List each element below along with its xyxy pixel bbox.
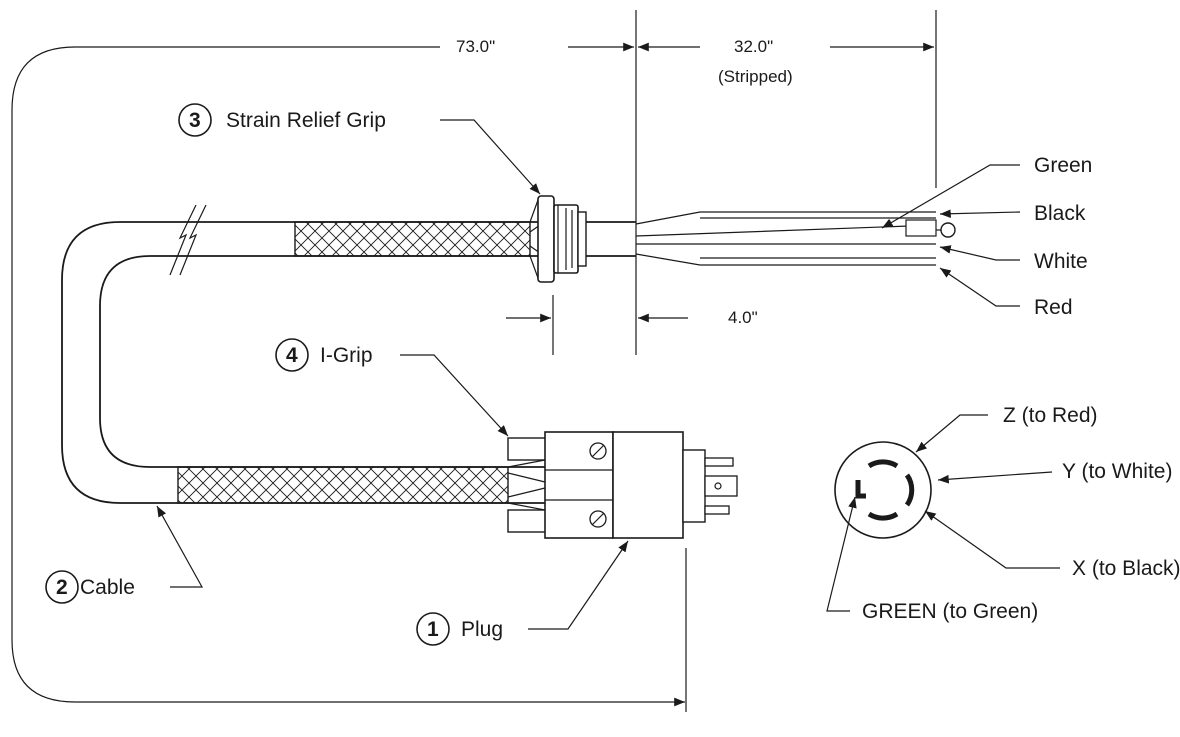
leader-red (939, 267, 1020, 307)
plug-screw-top-slot (591, 444, 605, 458)
strain-relief-collar (577, 211, 587, 267)
callout-4-leader (400, 354, 509, 437)
plug-prong-hole (714, 482, 722, 490)
callout-1-number: 1 (427, 618, 439, 641)
plug-face (612, 431, 684, 539)
callout-4-label: I-Grip (320, 344, 373, 367)
overall-length-line (11, 46, 685, 707)
wire-label-green: Green (1034, 154, 1092, 177)
callout-3-label: Strain Relief Grip (226, 109, 386, 132)
receptacle-slot-x (867, 511, 899, 521)
leader-green (881, 164, 1020, 229)
leader-pin-x (924, 510, 1060, 569)
pin-label-z: Z (to Red) (1003, 404, 1098, 427)
callout-1-circle (416, 612, 450, 646)
i-grip-braid (177, 466, 509, 504)
callout-3-leader (440, 119, 541, 195)
i-grip-cone (507, 459, 546, 511)
i-grip-ring-bottom (507, 509, 549, 533)
callout-4-circle (275, 338, 309, 372)
ring-terminal (940, 222, 956, 238)
pin-label-x: X (to Black) (1072, 557, 1180, 580)
leader-white (939, 245, 1020, 261)
grip-offset-label: 4.0" (728, 308, 758, 327)
receptacle-face (834, 441, 932, 539)
callout-1-leader (528, 540, 629, 630)
cable-break-mark (169, 204, 197, 276)
callout-2-circle (45, 570, 79, 604)
wire-label-black: Black (1034, 202, 1086, 225)
i-grip-ring-top (507, 437, 549, 461)
strain-relief-braid (294, 221, 531, 257)
wire-label-red: Red (1034, 296, 1073, 319)
cable-break-mark-2 (179, 204, 207, 276)
callout-3-number: 3 (189, 109, 201, 132)
wire-black-end (905, 219, 937, 237)
leader-pin-y (937, 471, 1053, 484)
strain-relief-cone (529, 199, 541, 279)
plug-prong-top (704, 457, 734, 467)
cable-outer (61, 221, 636, 504)
receptacle-slot-z (867, 459, 899, 469)
callout-1-label: Plug (461, 618, 503, 641)
overall-length-label: 73.0" (456, 37, 495, 56)
stripped-length-label: 32.0" (734, 37, 773, 56)
plug-nose (682, 449, 706, 523)
stripped-note: (Stripped) (718, 67, 793, 86)
strain-relief-nut (537, 195, 555, 283)
callout-2-number: 2 (56, 576, 68, 599)
leader-black (939, 209, 1021, 219)
plug-screw-bottom-slot (591, 512, 605, 526)
callout-4-number: 4 (286, 344, 298, 367)
pin-label-y: Y (to White) (1062, 460, 1172, 483)
leader-pin-green (826, 496, 857, 612)
pin-label-green: GREEN (to Green) (862, 600, 1038, 623)
plug-prong-bottom (704, 505, 730, 515)
strain-relief-threads (557, 205, 573, 273)
cable-inner (99, 255, 636, 468)
callout-2-label: Cable (80, 576, 135, 599)
wire-fan (635, 211, 937, 266)
wire-label-white: White (1034, 250, 1088, 273)
callout-3-circle (178, 103, 212, 137)
leader-pin-z (915, 414, 988, 453)
receptacle-slot-y (904, 473, 915, 507)
receptacle-slot-green (855, 480, 866, 499)
callout-2-leader (156, 505, 204, 588)
